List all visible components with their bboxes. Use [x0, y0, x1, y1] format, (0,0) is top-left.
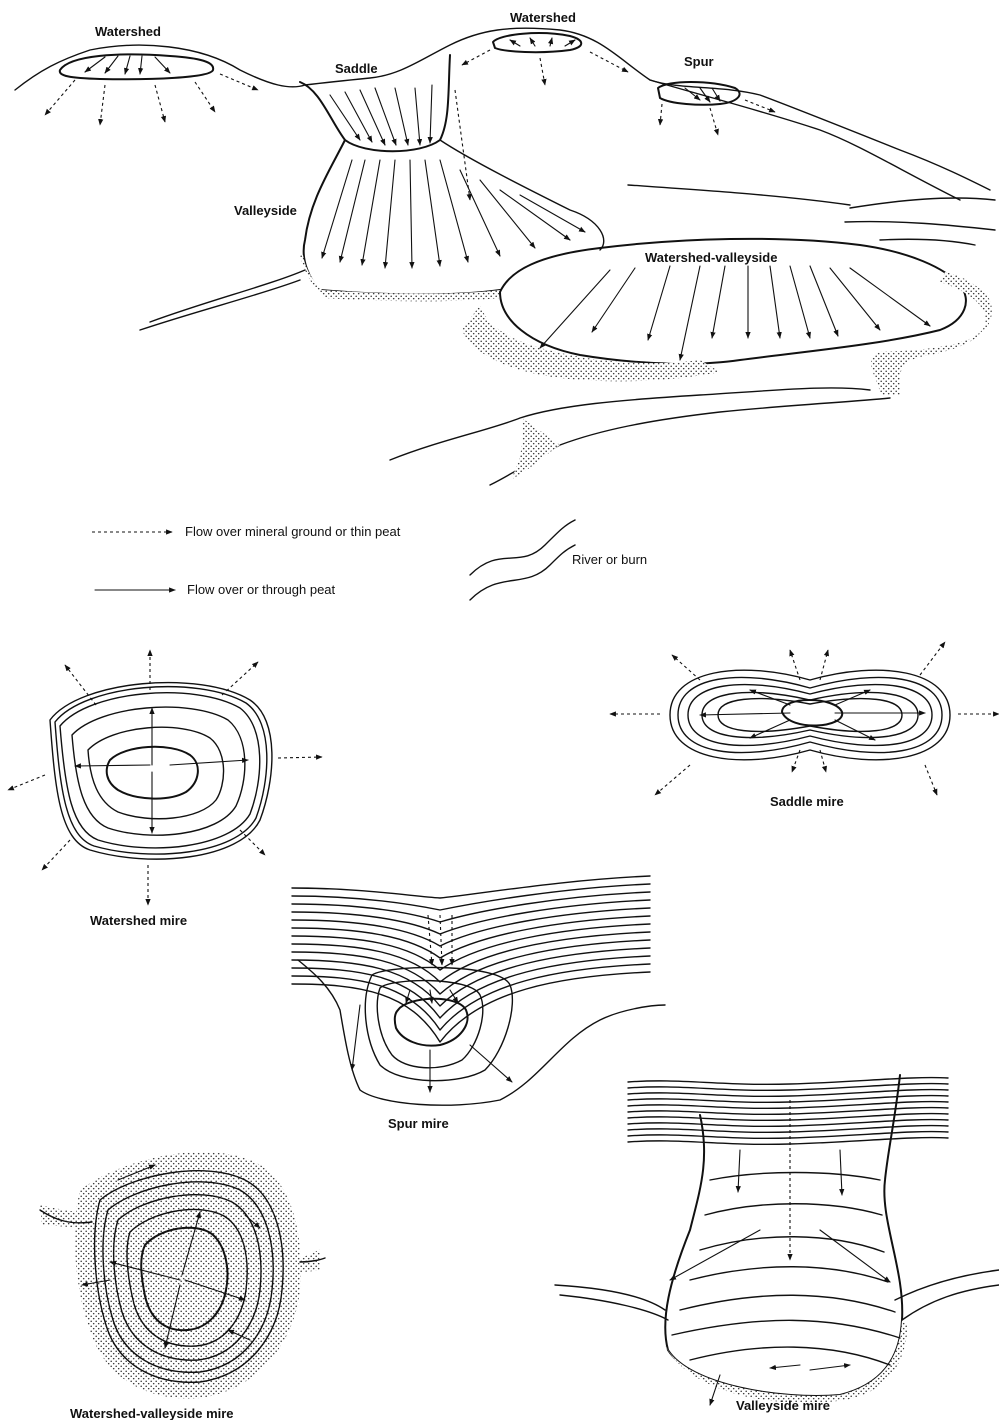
caption-spur-mire: Spur mire — [388, 1116, 449, 1131]
label-watershed-left: Watershed — [95, 24, 161, 39]
valleyside-stipple — [300, 255, 500, 301]
caption-watershed-mire: Watershed mire — [90, 913, 187, 928]
caption-saddle-mire: Saddle mire — [770, 794, 844, 809]
legend-solid-label: Flow over or through peat — [187, 582, 336, 597]
legend: Flow over mineral ground or thin peat Fl… — [92, 520, 647, 600]
watershed-pool-left — [60, 54, 213, 79]
legend-river-label: River or burn — [572, 552, 647, 567]
spur-contour-line — [292, 892, 650, 922]
valleyside-mire: Valleyside mire — [555, 1075, 999, 1413]
spur-contour-line — [292, 972, 650, 1042]
watershed-pool-top — [493, 33, 581, 52]
label-saddle: Saddle — [335, 61, 378, 76]
valleyside-peat — [304, 140, 500, 295]
watershed-valleyside-flow-arrows — [540, 266, 930, 360]
legend-dashed-label: Flow over mineral ground or thin peat — [185, 524, 401, 539]
legend-river-symbol — [470, 520, 575, 575]
watershed-mire: Watershed mire — [8, 650, 322, 928]
spur-mire: Spur mire — [292, 876, 665, 1131]
saddle-flow-arrows — [330, 85, 432, 145]
caption-watershed-valleyside-mire: Watershed-valleyside mire — [70, 1406, 234, 1420]
spur-contour-line — [292, 948, 650, 1006]
landscape-sketch: Watershed Watershed Saddle Spur Valleysi… — [15, 10, 995, 485]
caption-valleyside-mire: Valleyside mire — [736, 1398, 830, 1413]
saddle-mire: Saddle mire — [610, 642, 999, 809]
spur-contour-line — [292, 940, 650, 994]
label-valleyside: Valleyside — [234, 203, 297, 218]
label-spur: Spur — [684, 54, 714, 69]
valley-river — [390, 388, 870, 460]
label-watershed-top: Watershed — [510, 10, 576, 25]
watershed-valleyside-mire: Watershed-valleyside mire — [40, 1152, 325, 1420]
label-watershed-valleyside: Watershed-valleyside — [645, 250, 777, 265]
valleyside-flow-arrows — [322, 160, 585, 268]
